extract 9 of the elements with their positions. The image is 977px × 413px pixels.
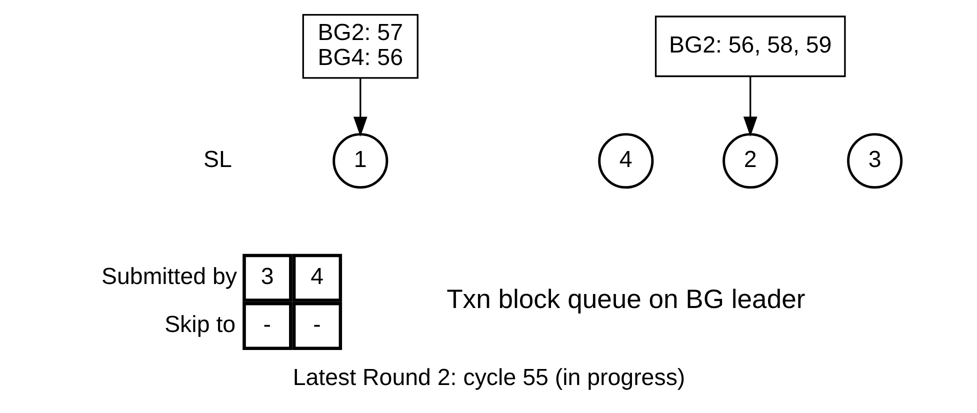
label: - bbox=[312, 311, 320, 338]
label: Submitted by bbox=[101, 262, 237, 289]
label: 3 bbox=[260, 262, 274, 289]
label: Skip to bbox=[164, 311, 236, 338]
label: Txn block queue on BG leader bbox=[446, 284, 805, 314]
label: SL bbox=[202, 146, 232, 172]
caption: Latest Round 2: cycle 55 (in progress) bbox=[292, 364, 685, 390]
label: 4 bbox=[310, 262, 324, 289]
label: - bbox=[262, 311, 271, 338]
